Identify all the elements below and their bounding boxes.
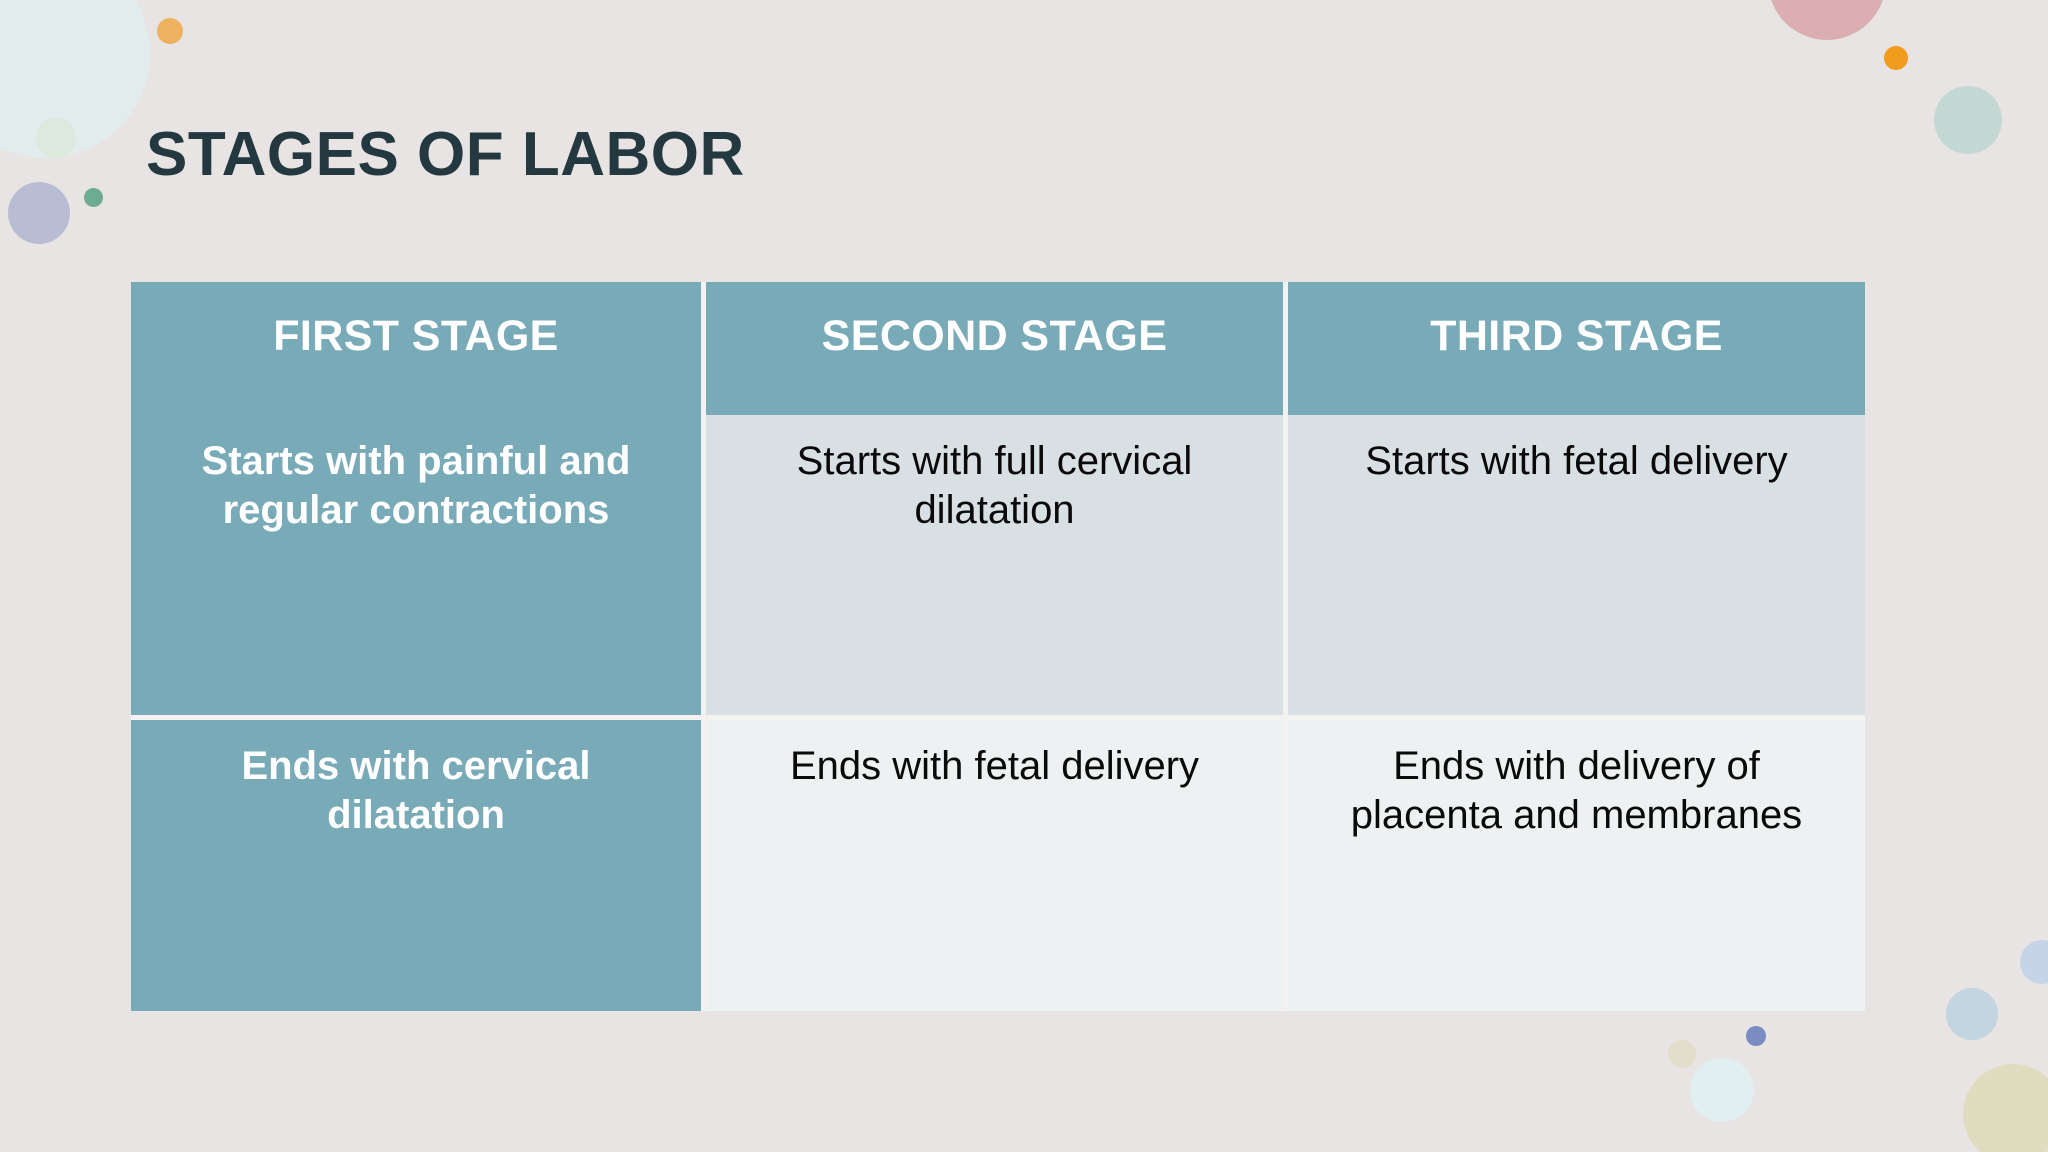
table-row: Starts with painful and regular contract… [131,415,1865,720]
dot-orange-top-left [157,18,183,44]
cell-first-stage-end: Ends with cervical dilatation [131,720,706,1011]
page-title: STAGES OF LABOR [146,120,745,189]
dot-indigo-bottom [1746,1026,1766,1046]
stages-of-labor-table: FIRST STAGE SECOND STAGE THIRD STAGE Sta… [131,282,1865,1011]
cell-first-stage-start-text: Starts with painful and regular contract… [201,439,631,532]
table-row: Ends with cervical dilatation Ends with … [131,720,1865,1011]
dot-green-left [84,188,103,207]
circle-ice-bottom [1690,1058,1754,1122]
cell-third-stage-start: Starts with fetal delivery [1288,415,1865,720]
circle-blue-grey-far-right [2020,940,2048,984]
cell-second-stage-start: Starts with full cervical dilatation [706,415,1288,720]
dot-mint-small-left [36,118,76,158]
circle-pale-mint-top-left [0,0,150,158]
cell-second-stage-end: Ends with fetal delivery [706,720,1288,1011]
cell-third-stage-end-text: Ends with delivery of placenta and membr… [1350,744,1803,837]
dot-khaki-small-bottom [1668,1040,1696,1068]
circle-sage-top-right [1934,86,2002,154]
circle-periwinkle-left [8,182,70,244]
cell-first-stage-end-text: Ends with cervical dilatation [241,744,591,837]
table-header-row: FIRST STAGE SECOND STAGE THIRD STAGE [131,282,1865,415]
cell-third-stage-start-text: Starts with fetal delivery [1365,439,1788,483]
circle-khaki-bottom [1963,1064,2048,1152]
circle-pale-blue-bottom [1946,988,1998,1040]
column-header-second-stage-label: SECOND STAGE [821,312,1168,360]
cell-first-stage-start: Starts with painful and regular contract… [131,415,706,720]
column-header-third-stage: THIRD STAGE [1288,282,1865,415]
column-header-second-stage: SECOND STAGE [706,282,1288,415]
cell-second-stage-end-text: Ends with fetal delivery [789,744,1200,788]
dot-orange-top-right [1884,46,1908,70]
cell-third-stage-end: Ends with delivery of placenta and membr… [1288,720,1865,1011]
column-header-third-stage-label: THIRD STAGE [1430,312,1723,360]
column-header-first-stage: FIRST STAGE [131,282,706,415]
cell-second-stage-start-text: Starts with full cervical dilatation [796,439,1193,532]
column-header-first-stage-label: FIRST STAGE [273,312,559,360]
circle-dusty-pink-top-right [1768,0,1886,40]
